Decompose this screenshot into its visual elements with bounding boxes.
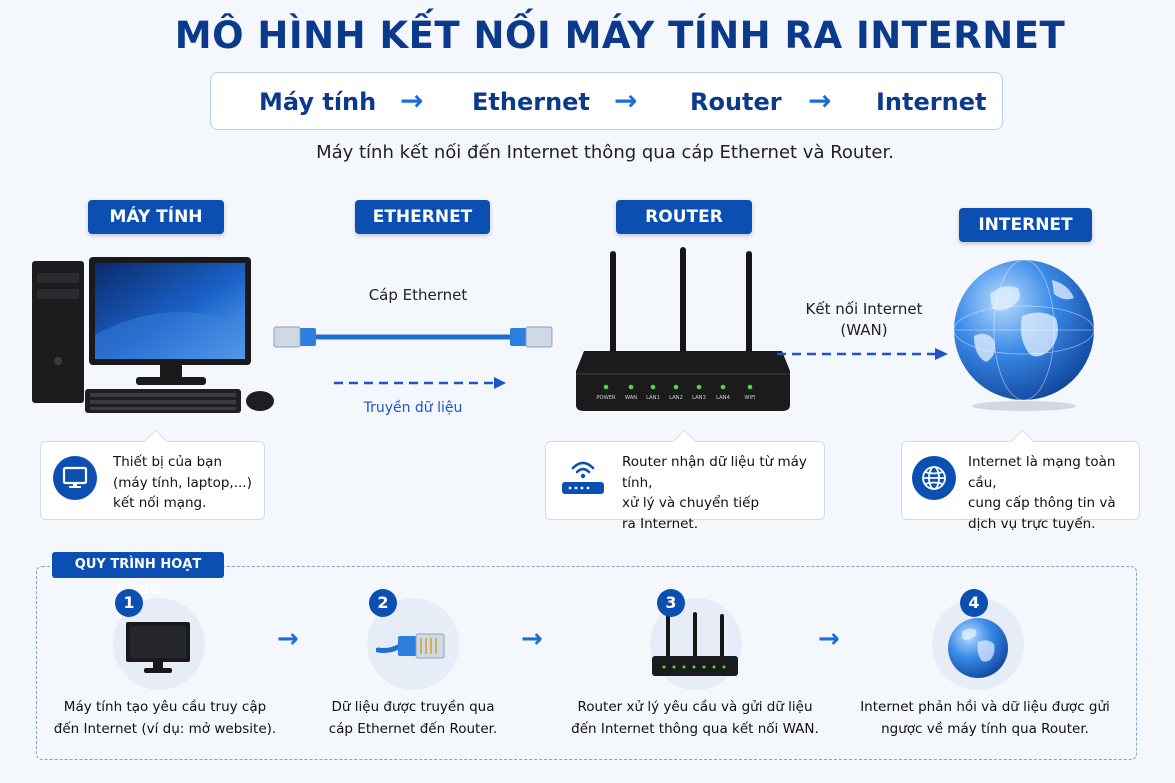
port-label-lan4: LAN4 [716, 395, 730, 401]
monitor-icon [53, 456, 97, 500]
callout-router-line2: xử lý và chuyển tiếp [622, 495, 760, 511]
flow-item-internet: Internet [876, 88, 987, 116]
port-label-wifi: WIFI [744, 395, 756, 401]
step-3-line1: Router xử lý yêu cầu và gửi dữ liệu [577, 699, 813, 715]
step-1-text: Máy tính tạo yêu cầu truy cập đến Intern… [40, 696, 290, 740]
flow-arrow-1: → [400, 84, 424, 117]
section-badge-internet: INTERNET [959, 208, 1092, 242]
ethernet-cable-illustration [273, 326, 553, 348]
flow-arrow-2: → [614, 84, 638, 117]
step-4-line2: ngược về máy tính qua Router. [881, 721, 1089, 737]
port-label-lan1: LAN1 [646, 395, 660, 401]
step-arrow-1: → [277, 624, 299, 654]
callout-internet-line2: cung cấp thông tin và [968, 495, 1116, 511]
wan-label-line1: Kết nối Internet [805, 300, 923, 318]
cable-label: Cáp Ethernet [368, 286, 468, 304]
callout-computer-line1: Thiết bị của bạn [113, 454, 222, 470]
flow-arrow-3: → [808, 84, 832, 117]
callout-computer-line3: kết nối mạng. [113, 495, 207, 511]
port-label-lan3: LAN3 [692, 395, 706, 401]
flow-summary-box [210, 72, 1003, 130]
section-badge-ethernet: ETHERNET [355, 200, 490, 234]
step-1-line1: Máy tính tạo yêu cầu truy cập [63, 699, 267, 715]
callout-router: Router nhận dữ liệu từ máy tính, xử lý v… [545, 441, 825, 532]
step-4-line1: Internet phản hồi và dữ liệu được gửi [860, 699, 1110, 715]
globe-icon [912, 456, 956, 500]
flow-item-router: Router [690, 88, 782, 116]
callout-internet: Internet là mạng toàn cầu, cung cấp thôn… [901, 441, 1140, 532]
subtitle: Máy tính kết nối đến Internet thông qua … [316, 142, 894, 163]
flow-item-ethernet: Ethernet [472, 88, 590, 116]
wan-dashed-arrow [777, 348, 948, 360]
transfer-label: Truyền dữ liệu [363, 400, 463, 416]
step-3-text: Router xử lý yêu cầu và gửi dữ liệu đến … [560, 696, 830, 740]
callout-router-line3: ra Internet. [622, 515, 699, 532]
step-4-text: Internet phản hồi và dữ liệu được gửi ng… [855, 696, 1115, 740]
port-label-wan: WAN [625, 395, 637, 401]
step-1-line2: đến Internet (ví dụ: mở website). [53, 721, 277, 737]
computer-illustration [32, 257, 274, 413]
router-port-labels: POWER WAN LAN1 LAN2 LAN3 LAN4 WIFI [596, 395, 756, 401]
router-icon [652, 612, 738, 676]
wan-label-line2: (WAN) [840, 321, 888, 339]
ethernet-plug-icon [376, 633, 445, 659]
callout-router-line1: Router nhận dữ liệu từ máy tính, [622, 454, 807, 491]
process-title: QUY TRÌNH HOẠT ĐỘNG [52, 552, 224, 598]
step-arrow-2: → [521, 624, 543, 654]
step-2-text: Dữ liệu được truyền qua cáp Ethernet đến… [288, 696, 538, 740]
callout-internet-line3: dịch vụ trực tuyến. [968, 515, 1096, 532]
callout-internet-line1: Internet là mạng toàn cầu, [968, 454, 1116, 491]
callout-computer-line2: (máy tính, laptop,...) [113, 474, 252, 491]
monitor-icon [126, 622, 190, 673]
callout-computer: Thiết bị của bạn (máy tính, laptop,...) … [40, 441, 265, 520]
step-2-number: 2 [369, 589, 397, 617]
page-title: MÔ HÌNH KẾT NỐI MÁY TÍNH RA INTERNET [174, 14, 1066, 57]
flow-item-computer: Máy tính [259, 88, 377, 116]
globe-icon [948, 618, 1008, 678]
step-3-number: 3 [657, 589, 685, 617]
globe-illustration [953, 259, 1095, 411]
step-3-line2: đến Internet thông qua kết nối WAN. [571, 721, 819, 737]
step-2-line1: Dữ liệu được truyền qua [331, 699, 495, 715]
step-1-number: 1 [115, 589, 143, 617]
process-panel [36, 566, 1137, 760]
step-2-line2: cáp Ethernet đến Router. [328, 721, 498, 737]
router-icon [562, 461, 604, 494]
port-label-lan2: LAN2 [669, 395, 683, 401]
section-badge-router: ROUTER [616, 200, 752, 234]
section-badge-computer: MÁY TÍNH [88, 200, 224, 234]
transfer-dashed-arrow [334, 377, 506, 389]
step-arrow-3: → [818, 624, 840, 654]
router-illustration [576, 247, 790, 411]
step-4-number: 4 [960, 589, 988, 617]
port-label-power: POWER [596, 395, 616, 401]
